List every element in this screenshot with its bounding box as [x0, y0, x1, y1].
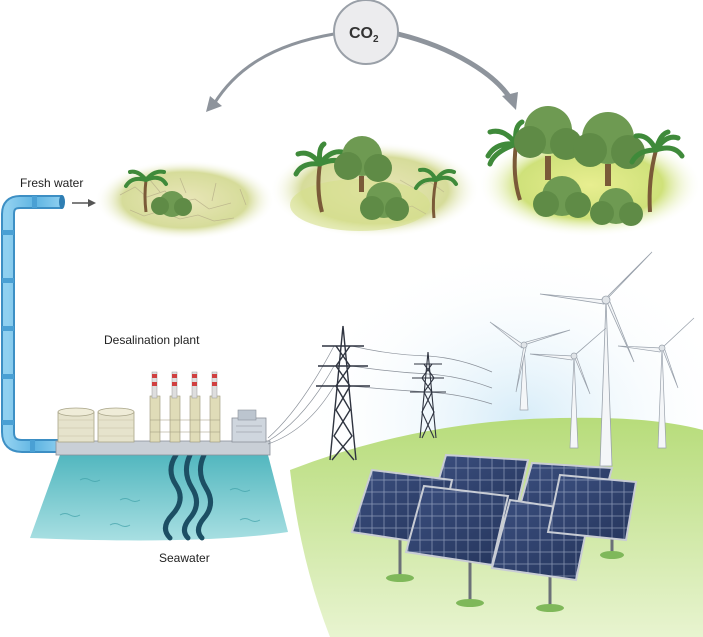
bush-tree — [573, 112, 645, 186]
cycle-arrow-right-icon — [397, 31, 513, 100]
solar-panel — [404, 484, 510, 567]
palm-tree — [629, 129, 685, 213]
bush-tree — [514, 106, 582, 180]
sea — [30, 452, 288, 541]
small-bush — [151, 191, 192, 217]
bush-tree — [533, 176, 591, 218]
intake-pipes — [163, 452, 213, 541]
dry-land — [95, 160, 275, 240]
fresh-water-label: Fresh water — [20, 176, 84, 190]
co2-subscript: 2 — [373, 34, 379, 45]
co2-cycle: CO2 — [206, 0, 518, 112]
storage-tank — [57, 407, 95, 443]
co2-label: CO — [349, 25, 373, 42]
cycle-arrow-left-icon — [212, 32, 335, 105]
greening-land — [270, 136, 480, 238]
control-building — [231, 409, 267, 443]
wind-turbine — [489, 321, 571, 411]
wind-turbine — [617, 317, 695, 449]
forested-land — [478, 106, 702, 237]
co2-bubble: CO2 — [333, 0, 399, 65]
solar-panel — [546, 473, 638, 542]
smokestacks — [149, 371, 221, 443]
wind-turbine — [529, 327, 607, 449]
svg-text:CO2: CO2 — [349, 25, 379, 45]
palm-tree — [414, 167, 458, 219]
desalination-plant — [55, 371, 271, 456]
desalination-plant-label: Desalination plant — [104, 333, 200, 347]
transmission-tower — [410, 351, 446, 439]
bush-tree — [360, 182, 409, 221]
fresh-water-pipe — [1, 195, 96, 453]
solar-array — [350, 453, 638, 612]
bush-tree — [590, 188, 643, 226]
bush-tree — [334, 136, 392, 192]
seawater-label: Seawater — [159, 551, 210, 565]
small-palm — [124, 169, 168, 213]
storage-tank — [97, 407, 135, 443]
transmission-tower — [316, 325, 370, 461]
renewable-energy-area — [267, 245, 703, 637]
